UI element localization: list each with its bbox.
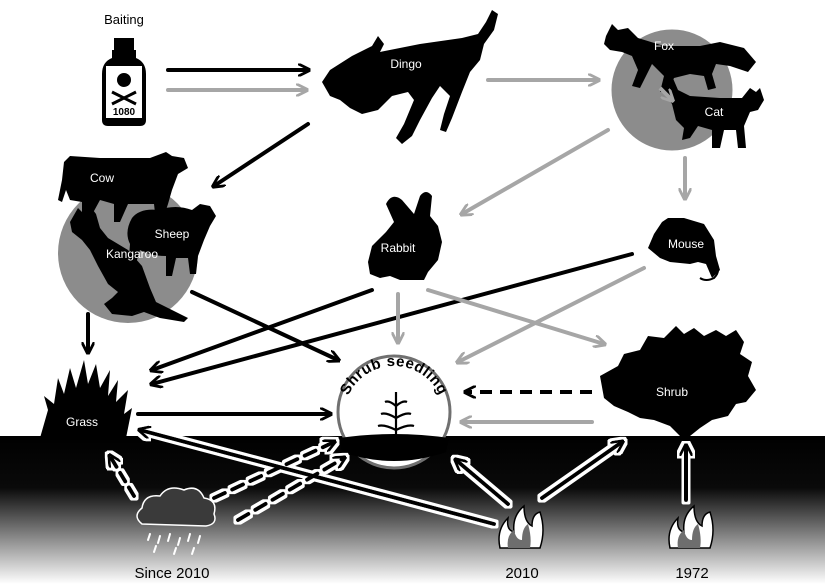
- arrow-rabbit-shrub: [426, 288, 604, 344]
- kangaroo-silhouette: [70, 206, 188, 322]
- rain-cloud-icon: [136, 487, 216, 555]
- arrow-fire2010-grass: [140, 430, 496, 526]
- rabbit-label: Rabbit: [381, 241, 416, 255]
- seedling-ground: [339, 434, 449, 461]
- poison-bottle-icon: [102, 38, 146, 126]
- poison-bottle-label: 1080: [113, 107, 136, 118]
- fire-2010-label: 2010: [505, 565, 538, 582]
- arrow-fox-cat: [658, 86, 672, 100]
- fire-1972-label: 1972: [675, 565, 708, 582]
- arrow-foxcat-rabbit: [462, 128, 610, 214]
- baiting-label: Baiting: [104, 12, 144, 27]
- grass-silhouette: [40, 360, 132, 438]
- arrow-fire2010-shrub: [540, 442, 622, 500]
- mouse-label: Mouse: [668, 237, 704, 251]
- fire-1972-icon: [668, 504, 714, 549]
- arrow-dingo-herbivores: [214, 122, 310, 186]
- shrub-silhouette: [600, 326, 756, 436]
- arrow-herbivores-seedling: [190, 290, 338, 360]
- kangaroo-label: Kangaroo: [106, 247, 158, 261]
- rain-label: Since 2010: [134, 565, 209, 582]
- grass-label: Grass: [66, 415, 98, 429]
- rabbit-silhouette: [368, 192, 442, 280]
- arrow-rain-grass: [110, 456, 136, 498]
- dingo-label: Dingo: [390, 57, 422, 71]
- cow-silhouette: [58, 152, 188, 222]
- fox-silhouette: [604, 24, 756, 92]
- cow-label: Cow: [90, 171, 114, 185]
- arrow-rain-seedling-2: [236, 458, 344, 522]
- arrow-rabbit-grass: [152, 288, 374, 370]
- arrow-mouse-seedling: [458, 266, 646, 362]
- sheep-silhouette: [127, 204, 216, 276]
- fox-label: Fox: [654, 39, 674, 53]
- sheep-label: Sheep: [155, 227, 190, 241]
- fire-2010-icon: [498, 504, 544, 549]
- arrow-mouse-grass: [152, 252, 634, 384]
- seedling-icon: [377, 392, 415, 440]
- dingo-silhouette: [322, 10, 498, 144]
- cat-label: Cat: [705, 105, 724, 119]
- cat-silhouette: [664, 76, 764, 148]
- arrow-rain-seedling-1: [212, 442, 334, 500]
- mouse-silhouette: [648, 218, 720, 278]
- shrub-label: Shrub: [656, 385, 688, 399]
- arrow-fire2010-seedling: [456, 460, 510, 506]
- mouse-tail: [699, 261, 719, 281]
